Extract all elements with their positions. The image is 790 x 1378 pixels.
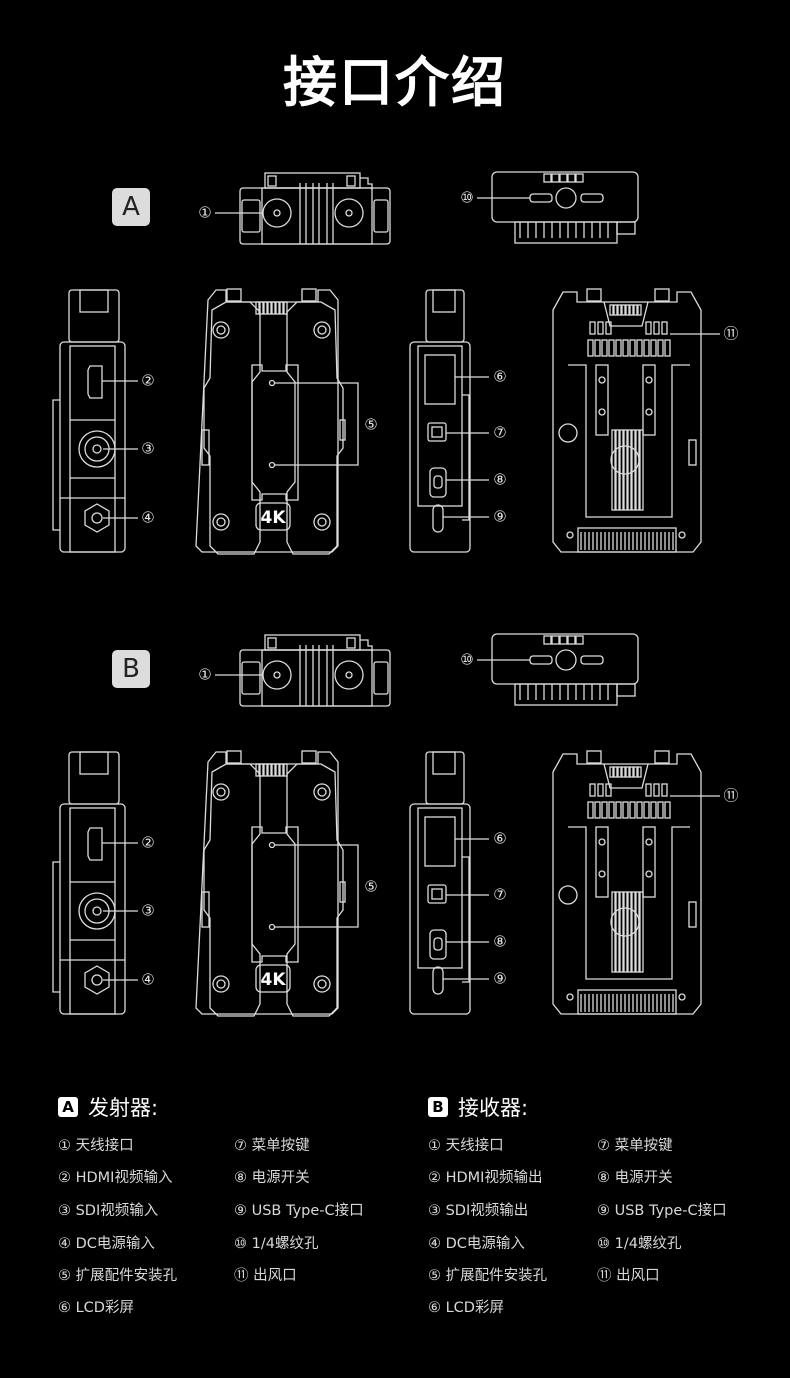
- legend-item: ⑨ USB Type-C接口: [234, 1203, 364, 1219]
- front-view: 4K: [195, 750, 359, 1017]
- menu-button: [427, 884, 447, 904]
- bottom-view: [477, 633, 639, 706]
- legend-item: ⑩ 1/4螺纹孔: [234, 1236, 319, 1252]
- callout-10: ⑩: [460, 188, 474, 207]
- legend-item: ④ DC电源输入: [58, 1236, 155, 1252]
- power-switch: [429, 467, 447, 498]
- legend-heading-b: B 接收器:: [428, 1092, 528, 1122]
- transmitter-diagram: 4K: [52, 171, 720, 555]
- callout-9: ⑨: [493, 969, 507, 988]
- usb-c-port: [432, 504, 444, 533]
- callout-5: ⑤: [364, 877, 378, 896]
- legend-item: ② HDMI视频输出: [428, 1170, 543, 1186]
- front-view: 4K: [195, 288, 359, 555]
- legend-item: ⑥ LCD彩屏: [58, 1300, 134, 1316]
- callout-2: ②: [141, 833, 155, 852]
- callout-9: ⑨: [493, 507, 507, 526]
- legend-item: ⑤ 扩展配件安装孔: [58, 1268, 178, 1284]
- legend-heading-text: 发射器:: [88, 1096, 159, 1120]
- 4k-badge: [255, 502, 291, 531]
- callout-8: ⑧: [493, 932, 507, 951]
- 4k-label: 4K: [260, 508, 286, 528]
- back-view: [552, 750, 720, 1015]
- dc-port: [84, 503, 110, 533]
- legend-item: ③ SDI视频输出: [428, 1203, 529, 1219]
- callout-1: ①: [198, 203, 212, 222]
- right-side-view: [409, 751, 489, 1015]
- dc-port: [84, 965, 110, 995]
- callout-11: ⑪: [723, 786, 739, 805]
- legend-item: ③ SDI视频输入: [58, 1203, 159, 1219]
- legend-heading-a: A 发射器:: [58, 1092, 158, 1122]
- callout-10: ⑩: [460, 650, 474, 669]
- legend-item: ① 天线接口: [58, 1138, 134, 1154]
- callout-1: ①: [198, 665, 212, 684]
- callout-2: ②: [141, 371, 155, 390]
- legend-item: ⑦ 菜单按键: [234, 1138, 310, 1154]
- legend-badge-b: B: [428, 1097, 448, 1117]
- legend-item: ② HDMI视频输入: [58, 1170, 173, 1186]
- legend-item: ⑥ LCD彩屏: [428, 1300, 504, 1316]
- callout-11: ⑪: [723, 324, 739, 343]
- legend-item: ⑦ 菜单按键: [597, 1138, 673, 1154]
- legend-item: ⑪ 出风口: [234, 1268, 297, 1284]
- legend-item: ⑩ 1/4螺纹孔: [597, 1236, 682, 1252]
- callout-3: ③: [141, 439, 155, 458]
- legend-item: ⑪ 出风口: [597, 1268, 660, 1284]
- left-side-view: [52, 751, 138, 1015]
- usb-c-port: [432, 966, 444, 995]
- menu-button: [427, 422, 447, 442]
- top-view: [215, 634, 391, 707]
- legend-item: ⑧ 电源开关: [597, 1170, 673, 1186]
- callout-7: ⑦: [493, 423, 507, 442]
- legend-heading-text: 接收器:: [458, 1096, 529, 1120]
- back-view: [552, 288, 720, 553]
- receiver-diagram: 4K: [52, 633, 720, 1017]
- hdmi-port: [87, 365, 103, 399]
- 4k-badge: [255, 964, 291, 993]
- bottom-view: [477, 171, 639, 244]
- power-switch: [429, 929, 447, 960]
- 4k-label: 4K: [260, 970, 286, 990]
- legend-item: ④ DC电源输入: [428, 1236, 525, 1252]
- callout-6: ⑥: [493, 829, 507, 848]
- callout-7: ⑦: [493, 885, 507, 904]
- left-side-view: [52, 289, 138, 553]
- top-view: [215, 172, 391, 245]
- legend-item: ⑤ 扩展配件安装孔: [428, 1268, 548, 1284]
- section-badge-a: A: [112, 188, 150, 226]
- callout-6: ⑥: [493, 367, 507, 386]
- callout-4: ④: [141, 508, 155, 527]
- hdmi-port: [87, 827, 103, 861]
- legend-item: ⑨ USB Type-C接口: [597, 1203, 727, 1219]
- page-title: 接口介绍: [283, 51, 507, 114]
- callout-5: ⑤: [364, 415, 378, 434]
- legend-item: ⑧ 电源开关: [234, 1170, 310, 1186]
- lcd-screen: [424, 354, 456, 405]
- section-badge-b: B: [112, 650, 150, 688]
- legend-item: ① 天线接口: [428, 1138, 504, 1154]
- right-side-view: [409, 289, 489, 553]
- callout-8: ⑧: [493, 470, 507, 489]
- lcd-screen: [424, 816, 456, 867]
- device-diagrams: 4K 4K: [52, 171, 720, 1017]
- callout-3: ③: [141, 901, 155, 920]
- legend-badge-a: A: [58, 1097, 78, 1117]
- callout-4: ④: [141, 970, 155, 989]
